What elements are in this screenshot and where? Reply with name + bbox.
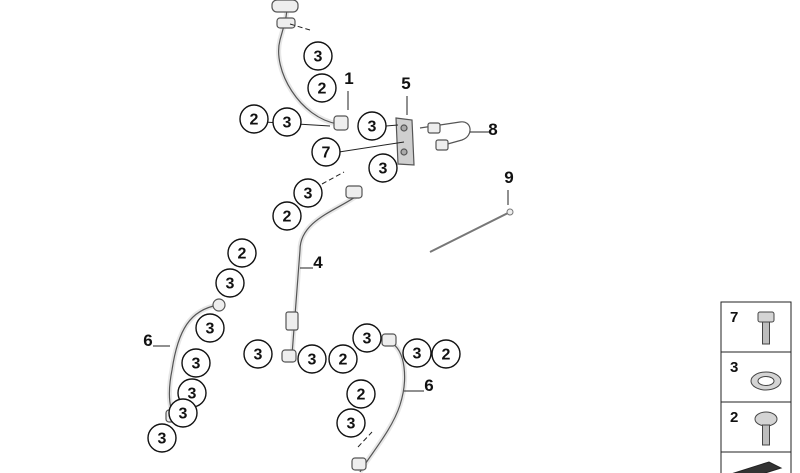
legend-panel: 7 3 2 xyxy=(720,301,792,473)
callout-label: 2 xyxy=(283,209,292,226)
callout-label: 2 xyxy=(238,246,247,263)
callout-3: 3 xyxy=(272,107,302,137)
callout-label: 2 xyxy=(442,347,451,364)
callout-2: 2 xyxy=(431,339,461,369)
legend-label: 3 xyxy=(730,359,738,376)
brake-hose-top xyxy=(271,0,349,131)
callout-label: 3 xyxy=(379,161,388,178)
callout-label: 2 xyxy=(250,112,259,129)
legend-item-partial xyxy=(720,451,792,473)
part-number-5: 5 xyxy=(401,74,410,93)
part-number-6: 6 xyxy=(424,376,433,395)
dashed-leader-line xyxy=(289,23,311,31)
callout-label: 7 xyxy=(322,145,331,162)
callout-label: 3 xyxy=(308,352,317,369)
callout-3: 3 xyxy=(195,313,225,343)
callout-2: 2 xyxy=(239,104,269,134)
callout-3: 3 xyxy=(368,153,398,183)
callout-label: 3 xyxy=(158,431,167,448)
leader-line xyxy=(338,141,405,153)
callout-label: 2 xyxy=(357,387,366,404)
callout-label: 2 xyxy=(339,352,348,369)
callout-3: 3 xyxy=(336,408,366,438)
callout-label: 3 xyxy=(314,49,323,66)
callout-2: 2 xyxy=(328,344,358,374)
banjo-bolt-icon xyxy=(754,411,778,446)
part-number-6: 6 xyxy=(143,331,152,350)
callout-3: 3 xyxy=(147,423,177,453)
callout-3: 3 xyxy=(303,41,333,71)
callout-3: 3 xyxy=(293,178,323,208)
callout-label: 3 xyxy=(179,406,188,423)
callout-2: 2 xyxy=(227,238,257,268)
shim-icon xyxy=(732,461,783,473)
part-number-4: 4 xyxy=(313,253,323,272)
bolt-icon xyxy=(757,311,775,345)
brake-hose-4 xyxy=(281,185,363,363)
legend-label: 2 xyxy=(730,409,738,426)
callout-label: 3 xyxy=(254,347,263,364)
callout-label: 3 xyxy=(188,386,197,403)
callout-label: 3 xyxy=(347,416,356,433)
leader-line xyxy=(385,124,399,127)
callout-3: 3 xyxy=(297,344,327,374)
callout-3: 3 xyxy=(168,398,198,428)
callout-2: 2 xyxy=(346,379,376,409)
callout-3: 3 xyxy=(243,339,273,369)
part-number-layer: 1 4 5 6 6 8 9 xyxy=(143,69,513,395)
callout-3: 3 xyxy=(402,338,432,368)
legend-item-2: 2 xyxy=(720,401,792,453)
callout-label: 3 xyxy=(363,331,372,348)
part-number-1: 1 xyxy=(344,69,353,88)
brake-hose-6-right xyxy=(351,333,408,473)
part-number-8: 8 xyxy=(488,120,497,139)
callout-label: 3 xyxy=(226,276,235,293)
callout-3: 3 xyxy=(352,323,382,353)
callout-label: 3 xyxy=(206,321,215,338)
callout-7: 7 xyxy=(311,137,341,167)
callout-label: 3 xyxy=(304,186,313,203)
callout-label: 3 xyxy=(368,119,377,136)
callout-label: 2 xyxy=(318,81,327,98)
callout-2: 2 xyxy=(272,201,302,231)
brake-pipe-8 xyxy=(419,121,471,151)
part-number-9: 9 xyxy=(504,168,513,187)
callout-3: 3 xyxy=(357,111,387,141)
cable-tie-9 xyxy=(429,208,514,253)
callout-label: 3 xyxy=(283,115,292,132)
callout-label: 3 xyxy=(192,356,201,373)
callout-label: 3 xyxy=(413,346,422,363)
legend-item-7: 7 xyxy=(720,301,792,353)
callout-3: 3 xyxy=(181,348,211,378)
legend-label: 7 xyxy=(730,309,738,326)
dashed-leader-line xyxy=(321,171,345,185)
legend-item-3: 3 xyxy=(720,351,792,403)
distributor-block xyxy=(395,117,415,166)
dashed-leader-line xyxy=(357,431,373,448)
callout-3: 3 xyxy=(215,268,245,298)
callout-2: 2 xyxy=(307,73,337,103)
washer-icon xyxy=(750,371,782,391)
